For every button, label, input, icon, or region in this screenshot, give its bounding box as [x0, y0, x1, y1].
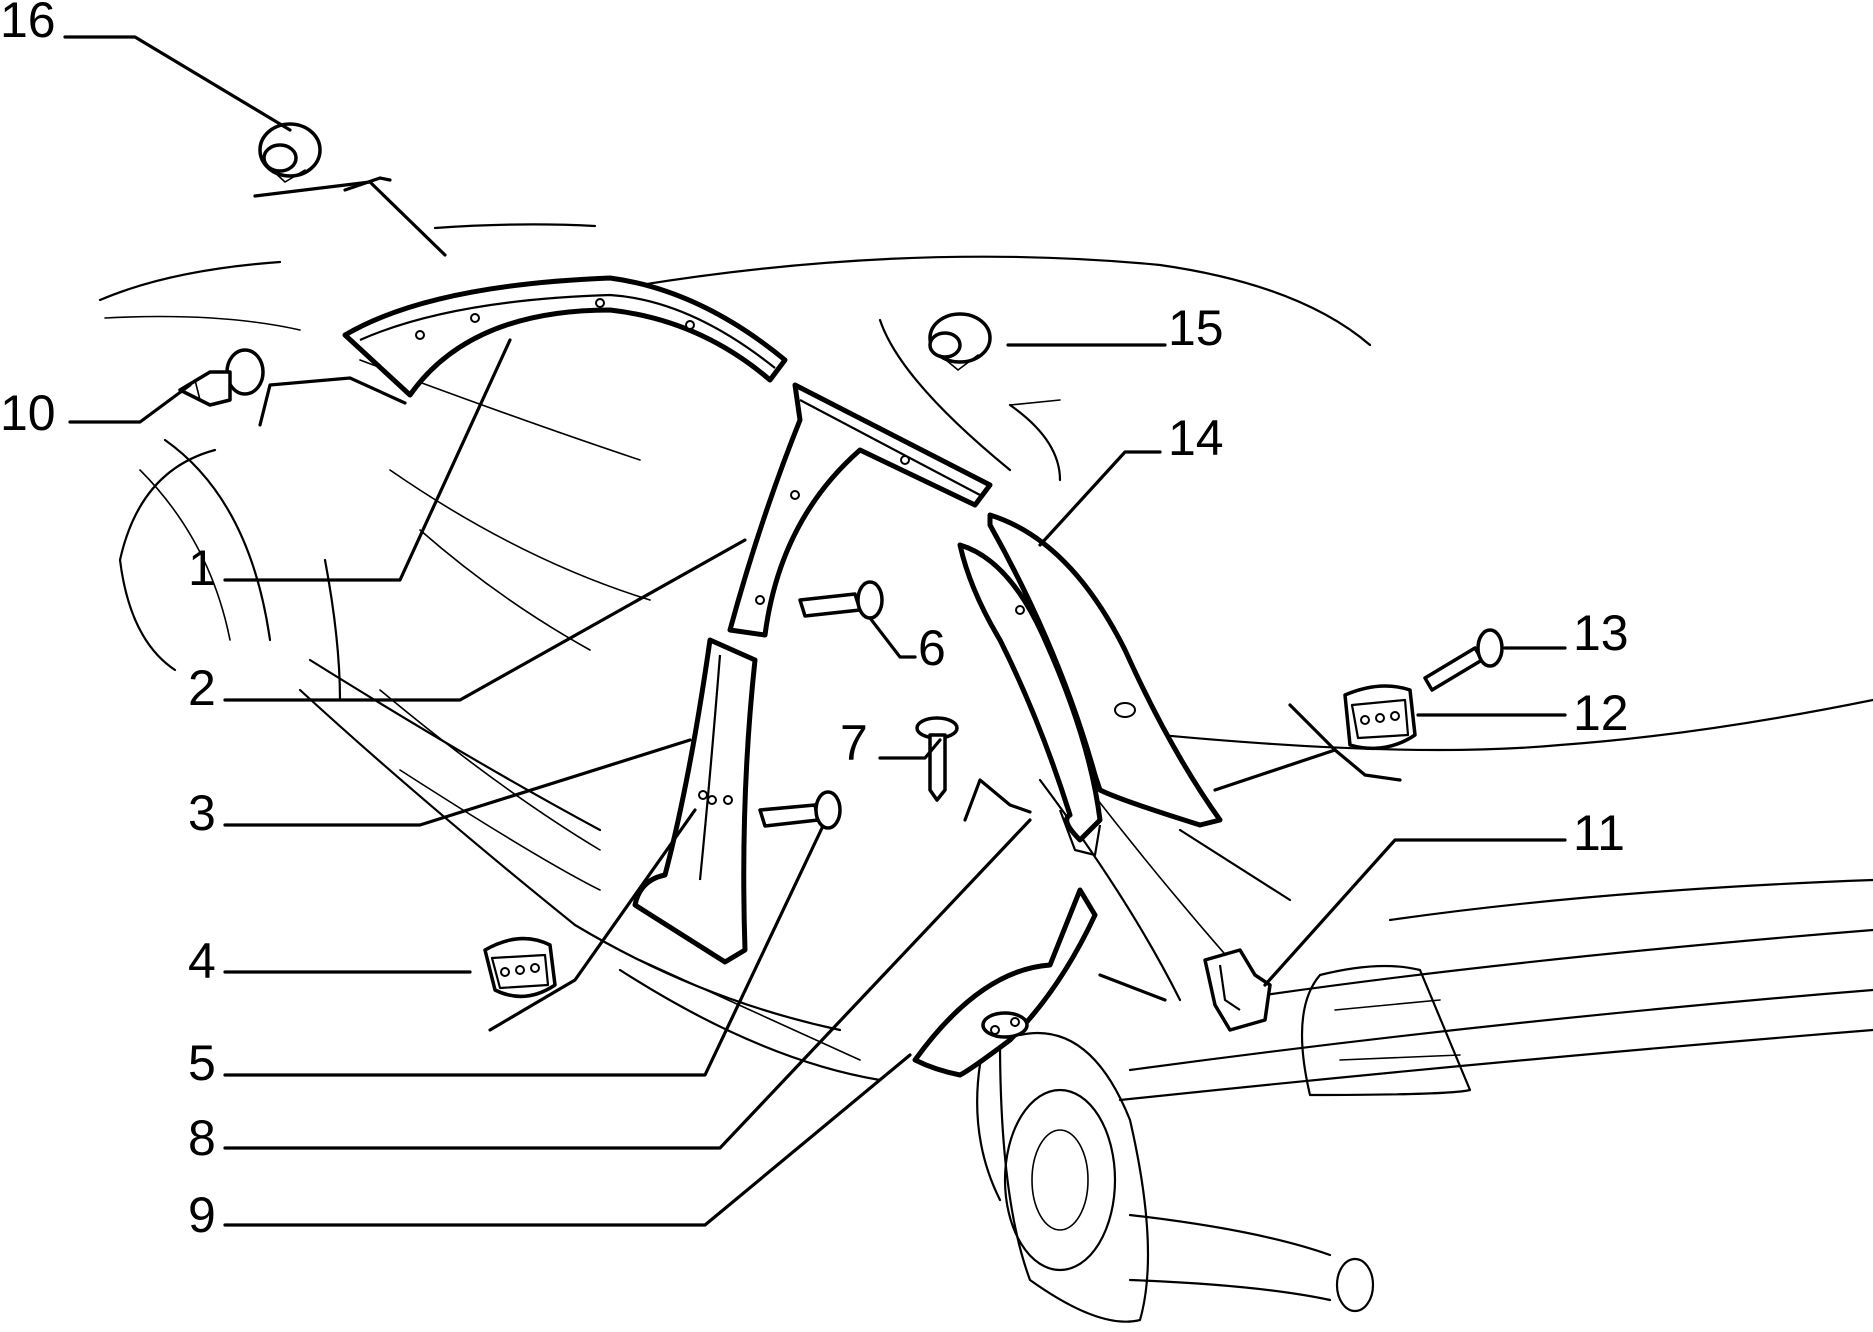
c-pillar-lower-trim [957, 542, 1103, 857]
callout-labels: 16 10 1 2 3 4 5 8 9 6 7 15 14 13 12 11 [0, 0, 1629, 1243]
b-pillar-lower-trim [632, 637, 758, 965]
clip-4 [483, 936, 557, 999]
callout-10: 10 [0, 385, 56, 441]
screw-7 [915, 716, 959, 802]
callout-4: 4 [188, 933, 216, 989]
screw-13 [1423, 628, 1504, 692]
callout-12: 12 [1573, 685, 1629, 741]
push-pin-rivet [178, 348, 265, 407]
callout-14: 14 [1168, 410, 1224, 466]
callout-5: 5 [188, 1035, 216, 1091]
callout-9: 9 [188, 1187, 216, 1243]
callout-6: 6 [918, 620, 946, 676]
callout-15: 15 [1168, 300, 1224, 356]
callout-1: 1 [188, 540, 216, 596]
callout-7: 7 [840, 715, 868, 771]
callout-11: 11 [1573, 805, 1625, 861]
car-body-outline [98, 223, 1873, 1323]
callout-3: 3 [188, 785, 216, 841]
screw-6 [798, 580, 884, 620]
callout-2: 2 [188, 660, 216, 716]
spring-clip [1203, 948, 1272, 1032]
leader-lines [63, 35, 1567, 1227]
clip-15 [928, 312, 992, 372]
clip-16 [258, 122, 322, 183]
b-pillar-upper-trim [727, 382, 993, 638]
wheel-arch-trim [912, 887, 1098, 1078]
callout-13: 13 [1573, 605, 1629, 661]
callout-16: 16 [0, 0, 56, 48]
clip-12 [1343, 684, 1417, 751]
screw-5 [758, 790, 842, 830]
callout-8: 8 [188, 1110, 216, 1166]
roof-rail-trim [342, 275, 788, 398]
